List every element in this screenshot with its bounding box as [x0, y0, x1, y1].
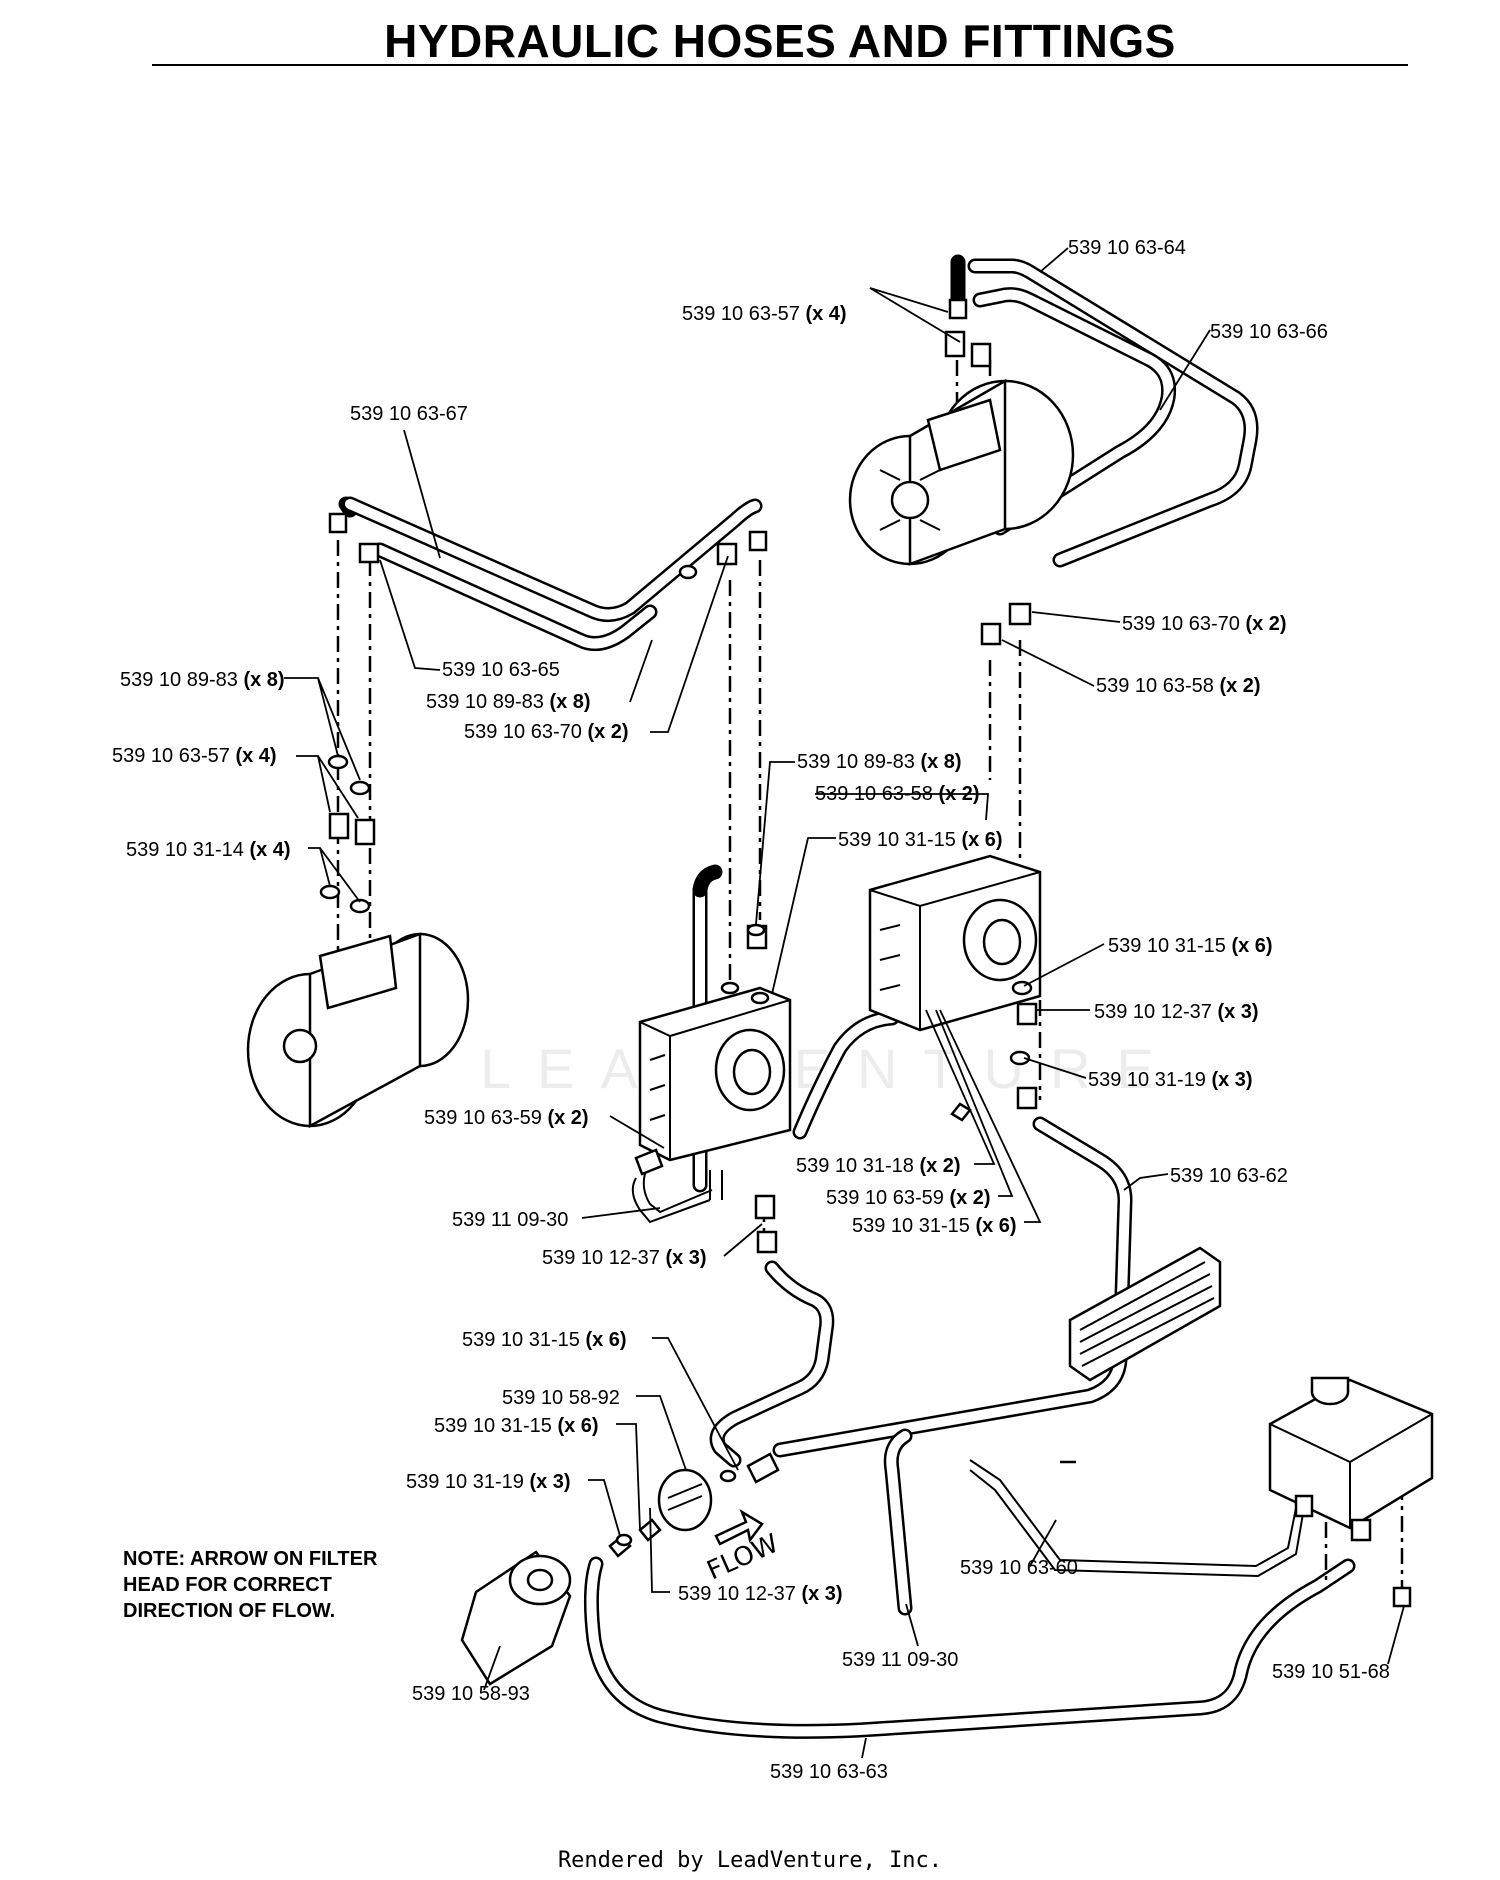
callout-11-09-30-a: 539 11 09-30	[452, 1209, 568, 1231]
leader-lines	[284, 247, 1405, 1759]
callout-31-15-d: 539 10 31-15 (x 6)	[462, 1329, 627, 1351]
callout-58-92: 539 10 58-92	[502, 1387, 620, 1409]
rendered-by-footer: Rendered by LeadVenture, Inc.	[557, 1848, 943, 1873]
callout-31-18: 539 10 31-18 (x 2)	[796, 1155, 961, 1177]
callout-31-15-a: 539 10 31-15 (x 6)	[838, 829, 1003, 851]
hose-upper-right-inner	[972, 287, 1177, 536]
callout-63-58-b: 539 10 63-58 (x 2)	[815, 783, 980, 805]
page-title: HYDRAULIC HOSES AND FITTINGS	[384, 15, 1176, 67]
o-rings	[319, 564, 1033, 1547]
callout-63-65: 539 10 63-65	[442, 659, 560, 681]
filter-note: NOTE: ARROW ON FILTER HEAD FOR CORRECT D…	[123, 1546, 423, 1624]
callout-89-83-c: 539 10 89-83 (x 8)	[797, 751, 962, 773]
callout-63-59-b: 539 10 63-59 (x 2)	[826, 1187, 991, 1209]
callout-63-58-a: 539 10 63-58 (x 2)	[1096, 675, 1261, 697]
hose-63-63	[583, 1556, 1356, 1739]
hose-upper-left-outer	[338, 496, 763, 622]
wheel-motor-left	[246, 932, 470, 1129]
wheel-motor-right	[848, 378, 1075, 566]
callout-labels: 539 10 63-64 539 10 63-57 (x 4) 539 10 6…	[112, 237, 1390, 1783]
hose-63-62	[772, 1116, 1133, 1458]
oil-filter	[460, 1550, 572, 1686]
callout-63-60: 539 10 63-60	[960, 1557, 1078, 1579]
callout-63-57-top: 539 10 63-57 (x 4)	[682, 303, 847, 325]
callout-89-83-a: 539 10 89-83 (x 8)	[426, 691, 591, 713]
filter-note-line-2: HEAD FOR CORRECT	[123, 1574, 332, 1596]
callout-12-37-a: 539 10 12-37 (x 3)	[1094, 1001, 1259, 1023]
callout-11-09-30-b: 539 11 09-30	[842, 1649, 958, 1671]
callout-63-62: 539 10 63-62	[1170, 1165, 1288, 1187]
hose-upper-right-outer	[950, 254, 1259, 568]
filter-note-line-1: NOTE: ARROW ON FILTER	[123, 1548, 378, 1570]
hose-11-09-30-lower	[883, 1428, 913, 1616]
pump-center	[638, 986, 792, 1162]
hose-center-s	[792, 1010, 900, 1140]
hose-lower-center	[709, 1260, 835, 1468]
filter-head	[657, 1468, 713, 1532]
callout-31-19-b: 539 10 31-19 (x 3)	[406, 1471, 571, 1493]
callout-31-15-e: 539 10 31-15 (x 6)	[434, 1415, 599, 1437]
reservoir-tank	[1268, 1376, 1434, 1530]
tube-11-09-30-upper	[631, 1169, 723, 1224]
filter-note-line-3: DIRECTION OF FLOW.	[123, 1600, 336, 1622]
callout-63-59-a: 539 10 63-59 (x 2)	[424, 1107, 589, 1129]
callout-63-63: 539 10 63-63	[770, 1761, 888, 1783]
callout-89-83-b: 539 10 89-83 (x 8)	[120, 669, 285, 691]
callout-51-68: 539 10 51-68	[1272, 1661, 1390, 1683]
callout-63-57-left: 539 10 63-57 (x 4)	[112, 745, 277, 767]
callout-63-70-a: 539 10 63-70 (x 2)	[464, 721, 629, 743]
callout-31-15-c: 539 10 31-15 (x 6)	[852, 1215, 1017, 1237]
callout-31-14: 539 10 31-14 (x 4)	[126, 839, 291, 861]
callout-63-66: 539 10 63-66	[1210, 321, 1328, 343]
oil-cooler	[1068, 1246, 1222, 1382]
callout-12-37-b: 539 10 12-37 (x 3)	[542, 1247, 707, 1269]
title-underline	[152, 64, 1408, 66]
callout-63-67: 539 10 63-67	[350, 403, 468, 425]
callout-58-93: 539 10 58-93	[412, 1683, 530, 1705]
callout-63-64: 539 10 63-64	[1068, 237, 1186, 259]
hose-upper-left-inner	[372, 542, 658, 652]
callout-63-70-b: 539 10 63-70 (x 2)	[1122, 613, 1287, 635]
flow-arrow	[714, 1509, 764, 1546]
fittings	[328, 298, 1412, 1608]
flow-label: FLOW	[703, 1529, 783, 1587]
callout-31-15-b: 539 10 31-15 (x 6)	[1108, 935, 1273, 957]
tube-63-60	[969, 1459, 1305, 1578]
pump-right	[868, 854, 1042, 1032]
callout-12-37-c: 539 10 12-37 (x 3)	[678, 1583, 843, 1605]
callout-31-19-a: 539 10 31-19 (x 3)	[1088, 1069, 1253, 1091]
